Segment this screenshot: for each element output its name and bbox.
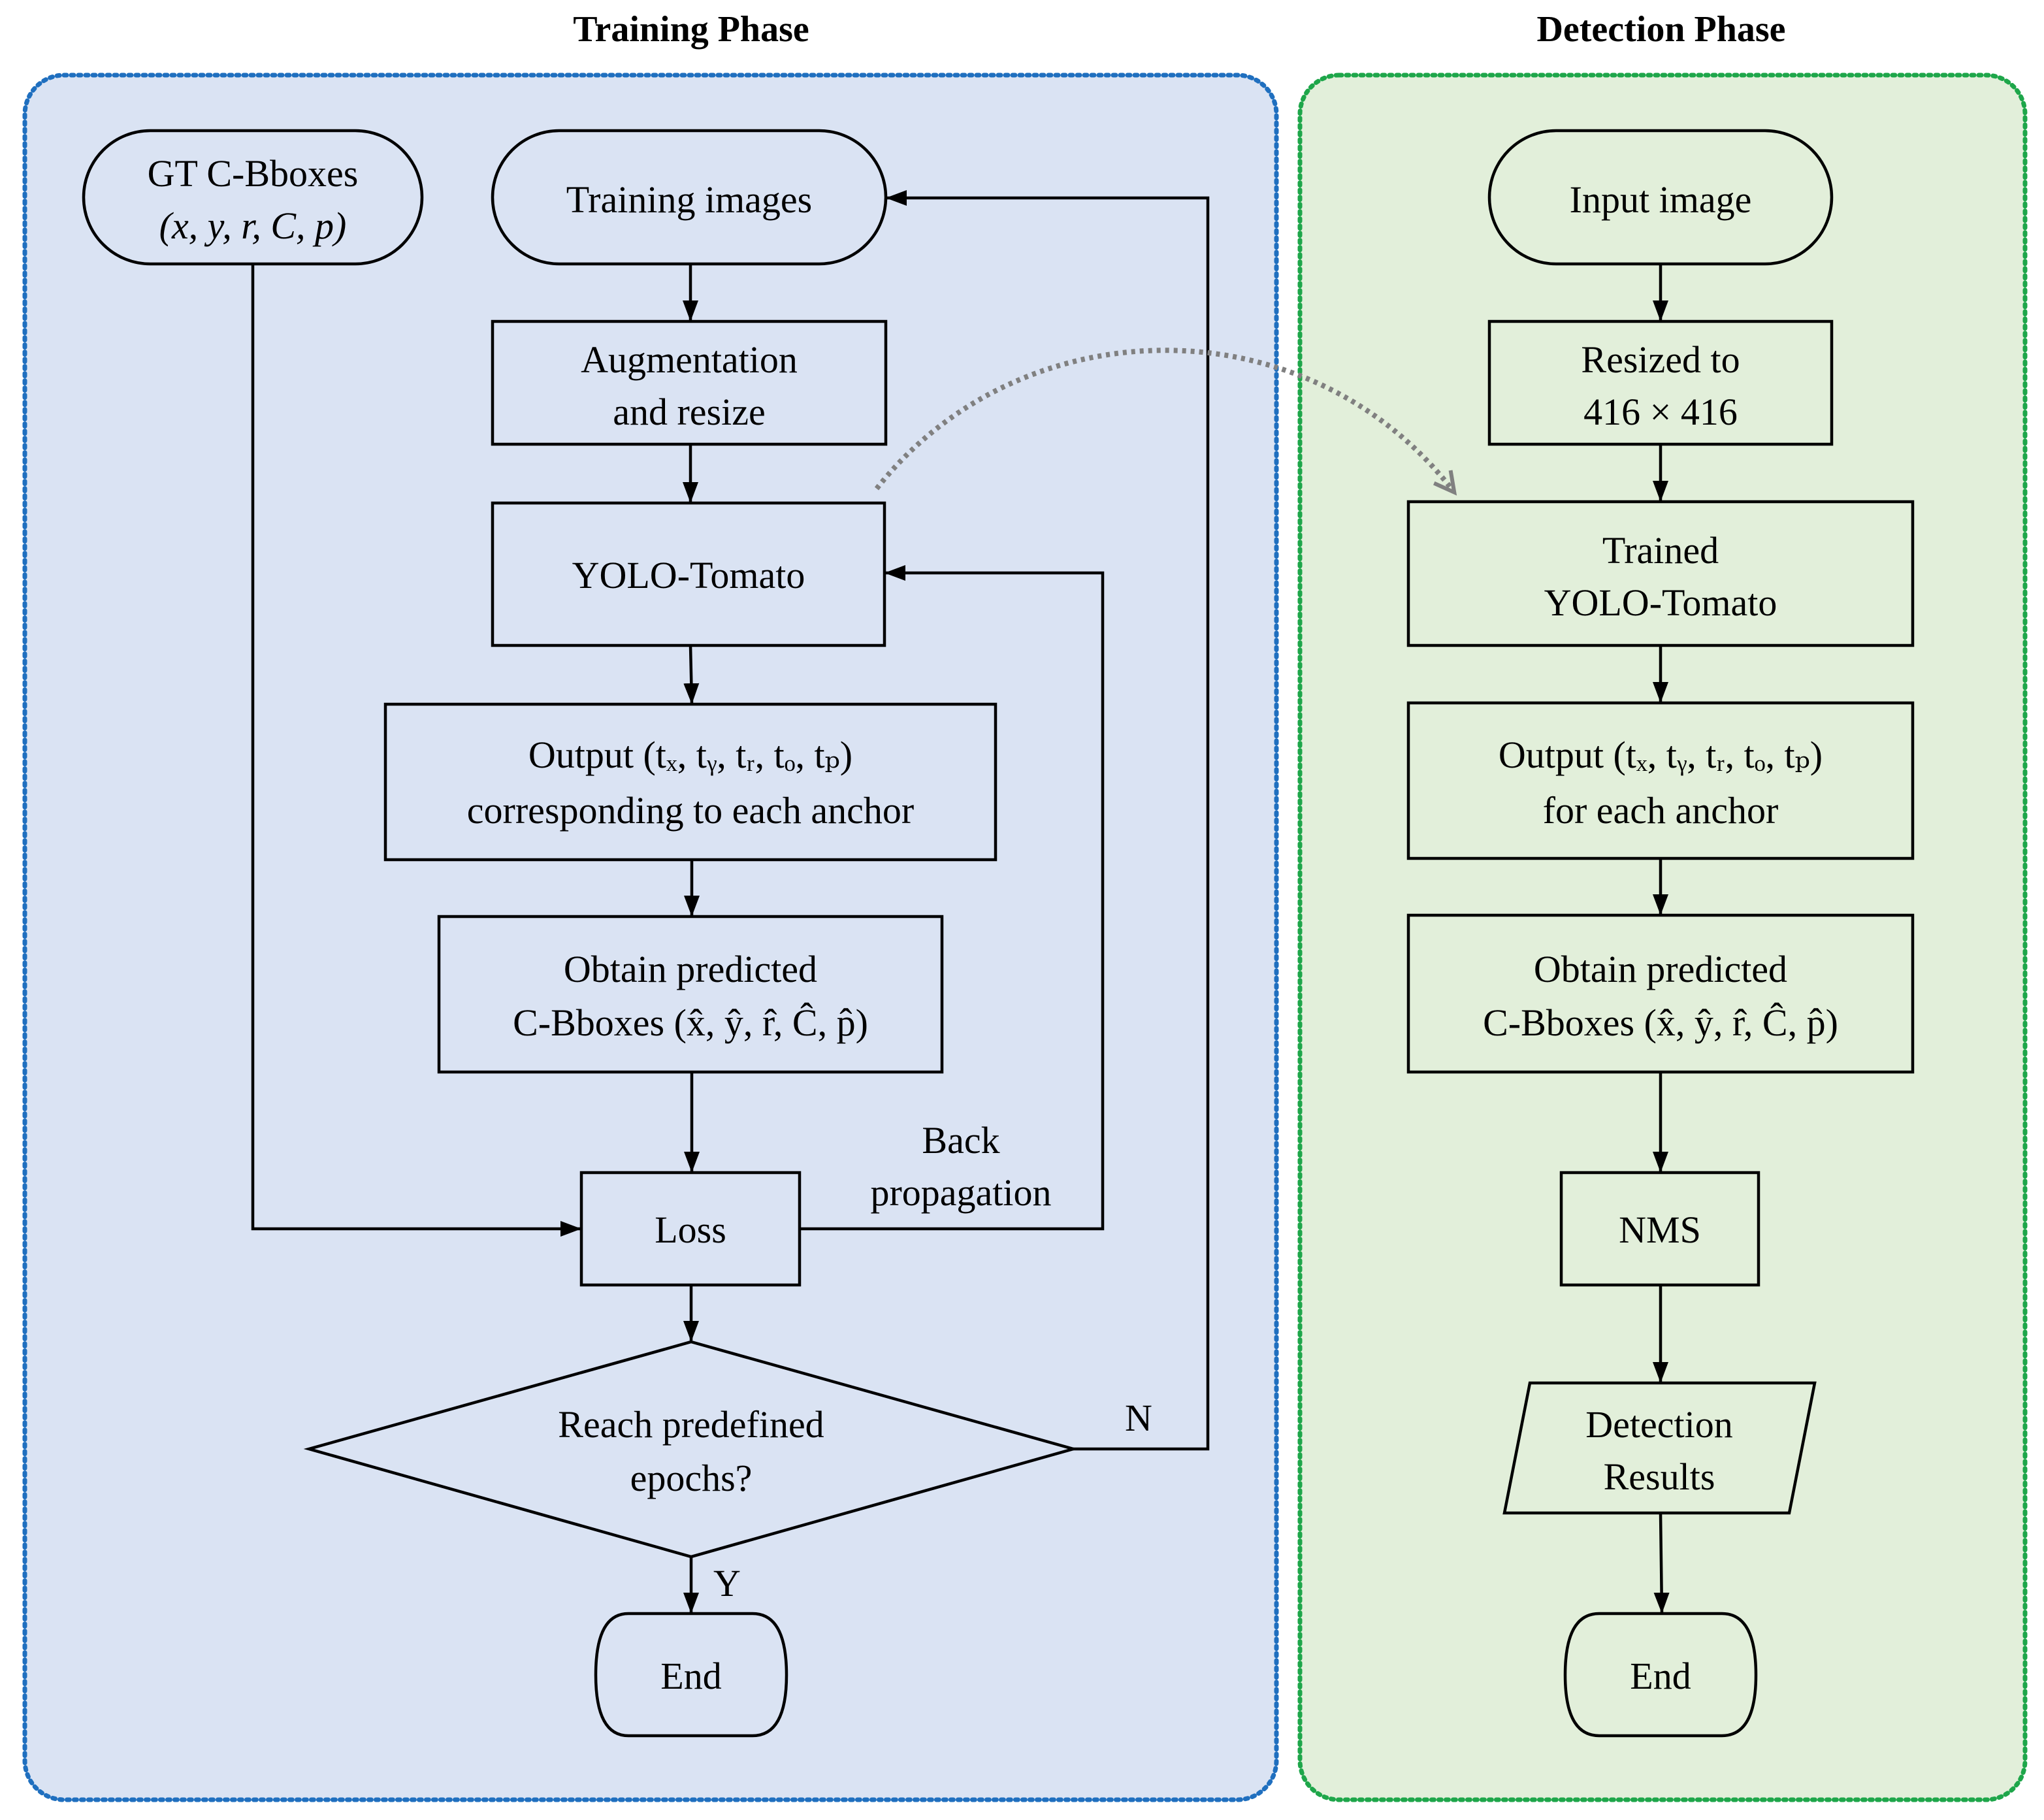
detection-obtain-label-line2: C-Bboxes (x̂, ŷ, r̂, Ĉ, p̂) — [1483, 1001, 1838, 1044]
epochs-decision-label-line1: Reach predefined — [558, 1403, 824, 1446]
training-obtain-label-line2: C-Bboxes (x̂, ŷ, r̂, Ĉ, p̂) — [513, 1001, 868, 1044]
training-end-label: End — [660, 1655, 721, 1697]
trained-yolo-label-line2: YOLO-Tomato — [1544, 581, 1777, 624]
input-image-label: Input image — [1570, 178, 1752, 221]
augmentation-label-line1: Augmentation — [581, 338, 798, 381]
training-output-label-line2: corresponding to each anchor — [467, 789, 914, 832]
yes-branch-label: Y — [713, 1562, 741, 1604]
gt-cbboxes-label: GT C-Bboxes — [148, 152, 359, 195]
arrow-yolo-to-output — [683, 645, 700, 704]
resize-label-line2: 416 × 416 — [1583, 391, 1738, 433]
arrow-decision-no-to-images — [886, 190, 1210, 1451]
detection-output-label-line1: Output (tₓ, tᵧ, tᵣ, tₒ, tₚ) — [1499, 734, 1823, 776]
training-end-node — [594, 1612, 788, 1738]
trained-yolo-node — [1406, 500, 1915, 647]
detection-output-node — [1406, 701, 1915, 860]
training-obtain-node — [437, 915, 944, 1074]
augmentation-label-line2: and resize — [613, 391, 765, 433]
epochs-decision-label-line2: epochs? — [630, 1457, 753, 1499]
resize-label-line1: Resized to — [1581, 338, 1740, 381]
backprop-label-line2: propagation — [870, 1171, 1051, 1214]
detection-results-label-line1: Detection — [1585, 1403, 1732, 1446]
nms-label: NMS — [1619, 1209, 1701, 1251]
training-output-node — [383, 702, 998, 862]
training-phase-title: Training Phase — [573, 9, 809, 50]
detection-obtain-label-line1: Obtain predicted — [1534, 948, 1787, 990]
no-branch-label: N — [1125, 1397, 1152, 1439]
training-output-label-line1: Output (tₓ, tᵧ, tᵣ, tₒ, tₚ) — [528, 734, 852, 776]
yolo-tomato-node — [491, 501, 886, 647]
detection-results-label-line2: Results — [1604, 1455, 1715, 1498]
detection-obtain-node — [1406, 913, 1915, 1074]
detection-phase-title: Detection Phase — [1536, 9, 1785, 50]
training-obtain-label-line1: Obtain predicted — [564, 948, 817, 990]
loss-label: Loss — [655, 1209, 726, 1251]
arrow-backprop-to-yolo — [800, 565, 1105, 1231]
arrow-results-to-end — [1653, 1512, 1670, 1614]
augmentation-node — [491, 319, 888, 446]
gt-cbboxes-variables: (x, y, r, C, p) — [159, 204, 347, 247]
training-images-label: Training images — [566, 178, 812, 221]
resize-node — [1487, 319, 1834, 446]
arrow-gt-to-loss — [251, 264, 581, 1237]
backprop-label-line1: Back — [922, 1119, 999, 1162]
trained-yolo-label-line1: Trained — [1602, 529, 1719, 572]
detection-end-node — [1563, 1612, 1758, 1738]
detection-results-node — [1502, 1381, 1817, 1515]
detection-output-label-line2: for each anchor — [1543, 789, 1779, 832]
yolo-tomato-label: YOLO-Tomato — [572, 554, 805, 596]
model-transfer-arrow — [874, 348, 1457, 496]
detection-end-label: End — [1630, 1655, 1691, 1697]
